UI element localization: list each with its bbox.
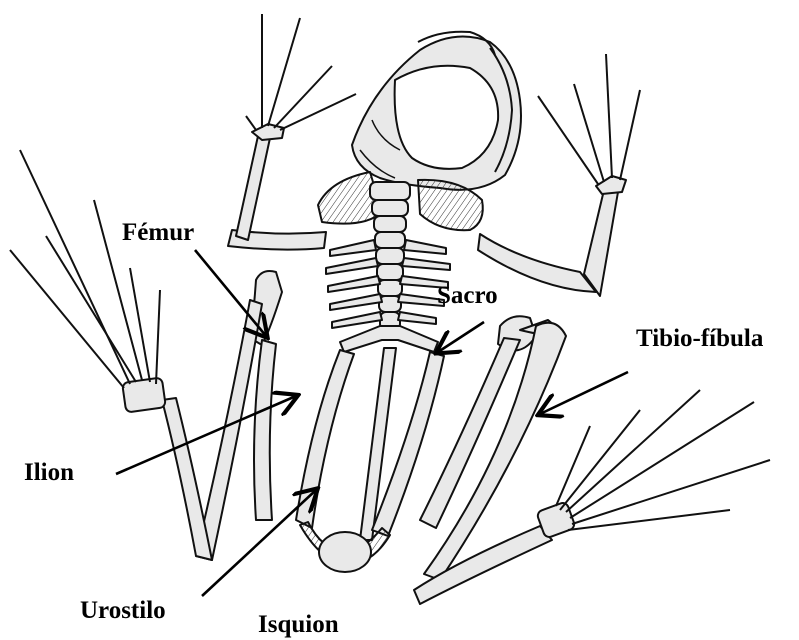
tibio-arrow bbox=[540, 372, 628, 414]
label-tibio-fibula: Tibio-fíbula bbox=[636, 326, 763, 351]
sacro-arrow bbox=[438, 322, 484, 352]
skull bbox=[352, 32, 521, 190]
label-urostilo: Urostilo bbox=[80, 598, 166, 623]
label-sacro: Sacro bbox=[437, 283, 498, 308]
label-ilion: Ilion bbox=[24, 460, 74, 485]
label-isquion: Isquion bbox=[258, 612, 339, 637]
right-leg bbox=[414, 316, 770, 604]
label-femur: Fémur bbox=[122, 220, 194, 245]
skeleton-drawing bbox=[10, 14, 770, 604]
